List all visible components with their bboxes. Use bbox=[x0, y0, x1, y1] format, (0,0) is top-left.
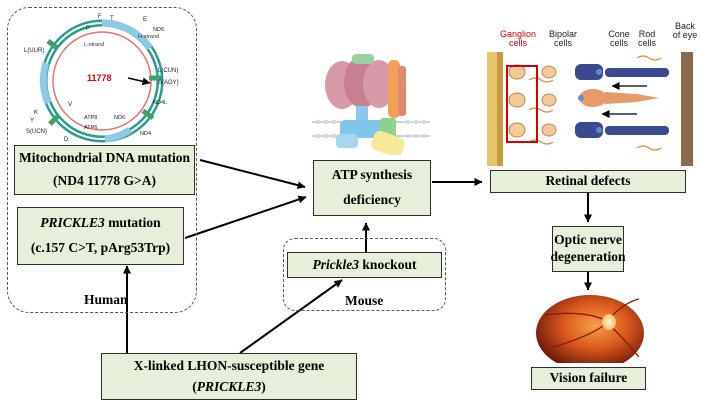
mouse-label: Mouse bbox=[345, 293, 384, 308]
label-ganglion-cells: Ganglion cells bbox=[499, 29, 537, 49]
mtdna-gene-sagy: S(AGY) bbox=[158, 80, 179, 86]
retinal-box-text: Retinal defects bbox=[545, 173, 631, 189]
human-group bbox=[7, 7, 197, 313]
mtdna-gene-lcun: L(CUN) bbox=[158, 68, 178, 74]
mtdna-strand-l: L-strand bbox=[84, 42, 104, 48]
knockout-box-suffix: knockout bbox=[359, 256, 417, 272]
mtdna-gene-atp6: ATP6 bbox=[84, 125, 97, 131]
label-bipolar-cells: Bipolar cells bbox=[548, 29, 577, 49]
prickle3-mutation-box: PRICKLE3 mutation (c.157 C>T, pArg53Trp) bbox=[17, 207, 184, 265]
mtdna-gene-p: P bbox=[86, 26, 90, 32]
mtdna-gene-f: F bbox=[98, 14, 102, 20]
optic-box-line2: degeneration bbox=[550, 249, 626, 264]
mtdna-gene-nd6: ND6 bbox=[114, 115, 125, 121]
mtdna-gene-v: V bbox=[68, 102, 72, 108]
mitochondrial-mutation-box: Mitochondrial DNA mutation (ND4 11778 G>… bbox=[14, 145, 195, 195]
arrow-prickle-to-atp bbox=[184, 195, 307, 239]
prickle-box-gene: PRICKLE3 bbox=[40, 215, 105, 231]
xlinked-box-gene: PRICKLE3 bbox=[196, 378, 262, 394]
xlinked-box-line1: X-linked LHON-susceptible gene bbox=[133, 357, 325, 373]
xlinked-box-line2: (PRICKLE3) bbox=[192, 378, 266, 394]
prickle-box-line2: (c.157 C>T, pArg53Trp) bbox=[30, 240, 171, 255]
fundus-image bbox=[535, 293, 645, 363]
atp-box-line2: deficiency bbox=[343, 192, 401, 207]
knockout-box-gene: Prickle3 bbox=[312, 256, 360, 272]
mtdna-gene-nd4: ND4 bbox=[140, 131, 151, 137]
label-back-of-eye: Back of eye bbox=[672, 21, 698, 41]
arrow-mito-to-atp bbox=[199, 159, 306, 190]
atp-synthase-illustration bbox=[312, 54, 430, 155]
mouse-group bbox=[283, 238, 446, 311]
optic-nerve-box: Optic nerve degeneration bbox=[550, 226, 626, 272]
vision-box-text: Vision failure bbox=[549, 370, 628, 386]
mtdna-circular-map: 11778 H-strand L-strand L(UUR) L(CUN) S(… bbox=[24, 14, 179, 143]
atp-box-line1: ATP synthesis bbox=[331, 167, 413, 183]
mtdna-gene-atp8: ATP8 bbox=[84, 115, 97, 121]
vision-failure-box: Vision failure bbox=[531, 367, 646, 390]
mtdna-gene-nd4l: ND4L bbox=[153, 100, 167, 106]
arrow-xlinked-to-knockout bbox=[239, 279, 343, 354]
mtdna-gene-y: Y bbox=[30, 118, 34, 124]
optic-box-line1: Optic nerve bbox=[554, 232, 622, 248]
mtdna-gene-e: E bbox=[143, 17, 147, 23]
prickle-box-suffix: mutation bbox=[104, 215, 161, 231]
retinal-defects-box: Retinal defects bbox=[490, 170, 686, 193]
mito-box-line1: Mitochondrial DNA mutation bbox=[18, 150, 190, 166]
mtdna-gene-d: D bbox=[64, 137, 69, 143]
label-cone-cells: Cone cells bbox=[608, 29, 630, 49]
mtdna-strand-h: H-strand bbox=[138, 34, 159, 40]
label-rod-cells: Rod cells bbox=[637, 29, 656, 49]
mtdna-position-label: 11778 bbox=[87, 73, 112, 83]
mtdna-gene-k: K bbox=[34, 110, 38, 116]
atp-deficiency-box: ATP synthesis deficiency bbox=[313, 160, 431, 216]
mito-box-line2: (ND4 11778 G>A) bbox=[53, 173, 156, 188]
xlinked-gene-box: X-linked LHON-susceptible gene (PRICKLE3… bbox=[101, 353, 357, 400]
knockout-box-text: Prickle3 knockout bbox=[313, 257, 417, 274]
prickle-box-line1: PRICKLE3 mutation bbox=[40, 215, 160, 232]
mtdna-gene-nd5: ND5 bbox=[153, 27, 164, 33]
prickle3-knockout-box: Prickle3 knockout bbox=[287, 252, 442, 278]
retina-illustration bbox=[487, 52, 693, 166]
human-label: Human bbox=[84, 292, 128, 307]
mtdna-gene-sucn: S(UCN) bbox=[26, 129, 47, 135]
mtdna-gene-t: T bbox=[110, 16, 114, 22]
mtdna-gene-luur: L(UUR) bbox=[24, 48, 44, 54]
